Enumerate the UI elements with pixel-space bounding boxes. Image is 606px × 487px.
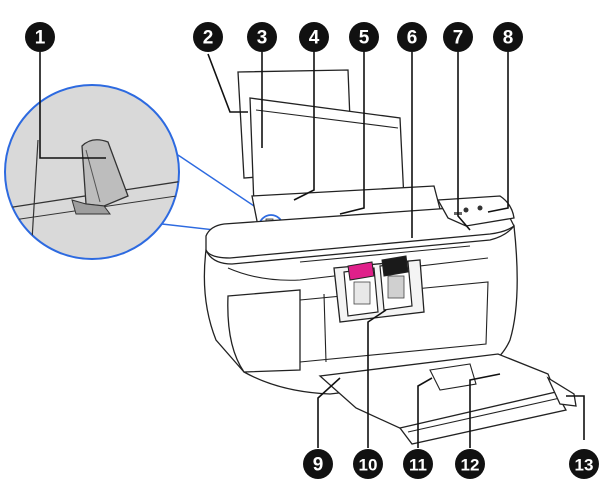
svg-text:1: 1 bbox=[35, 28, 46, 49]
leader-lines bbox=[39, 50, 585, 448]
output-tray-extender bbox=[398, 391, 567, 445]
control-panel bbox=[436, 195, 515, 227]
svg-text:12: 12 bbox=[461, 456, 480, 475]
paper-catch bbox=[546, 376, 577, 407]
svg-text:7: 7 bbox=[453, 28, 464, 49]
cartridge-access-door bbox=[227, 289, 301, 373]
callouts: 1 2 3 4 5 6 7 8 bbox=[25, 22, 599, 479]
svg-text:8: 8 bbox=[503, 28, 514, 49]
cartridge-carriage bbox=[333, 255, 425, 323]
callout-13: 13 bbox=[569, 449, 599, 479]
callout-2: 2 bbox=[193, 22, 223, 52]
svg-text:6: 6 bbox=[407, 28, 418, 49]
callout-3: 3 bbox=[247, 22, 277, 52]
svg-text:9: 9 bbox=[313, 455, 324, 476]
svg-text:3: 3 bbox=[257, 28, 268, 49]
callout-4: 4 bbox=[299, 22, 329, 52]
svg-text:4: 4 bbox=[309, 28, 320, 49]
svg-text:5: 5 bbox=[359, 28, 370, 49]
callout-10: 10 bbox=[353, 449, 383, 479]
svg-text:10: 10 bbox=[359, 456, 378, 475]
svg-text:11: 11 bbox=[409, 456, 427, 475]
callout-7: 7 bbox=[443, 22, 473, 52]
callout-5: 5 bbox=[349, 22, 379, 52]
callout-1: 1 bbox=[25, 22, 55, 52]
printer-illustration bbox=[203, 69, 577, 445]
callout-12: 12 bbox=[455, 449, 485, 479]
callout-6: 6 bbox=[397, 22, 427, 52]
callout-8: 8 bbox=[493, 22, 523, 52]
svg-text:13: 13 bbox=[575, 456, 594, 475]
output-tray-paper-guide bbox=[429, 363, 477, 391]
callout-9: 9 bbox=[303, 449, 333, 479]
callout-11: 11 bbox=[403, 449, 433, 479]
svg-text:2: 2 bbox=[203, 28, 214, 49]
